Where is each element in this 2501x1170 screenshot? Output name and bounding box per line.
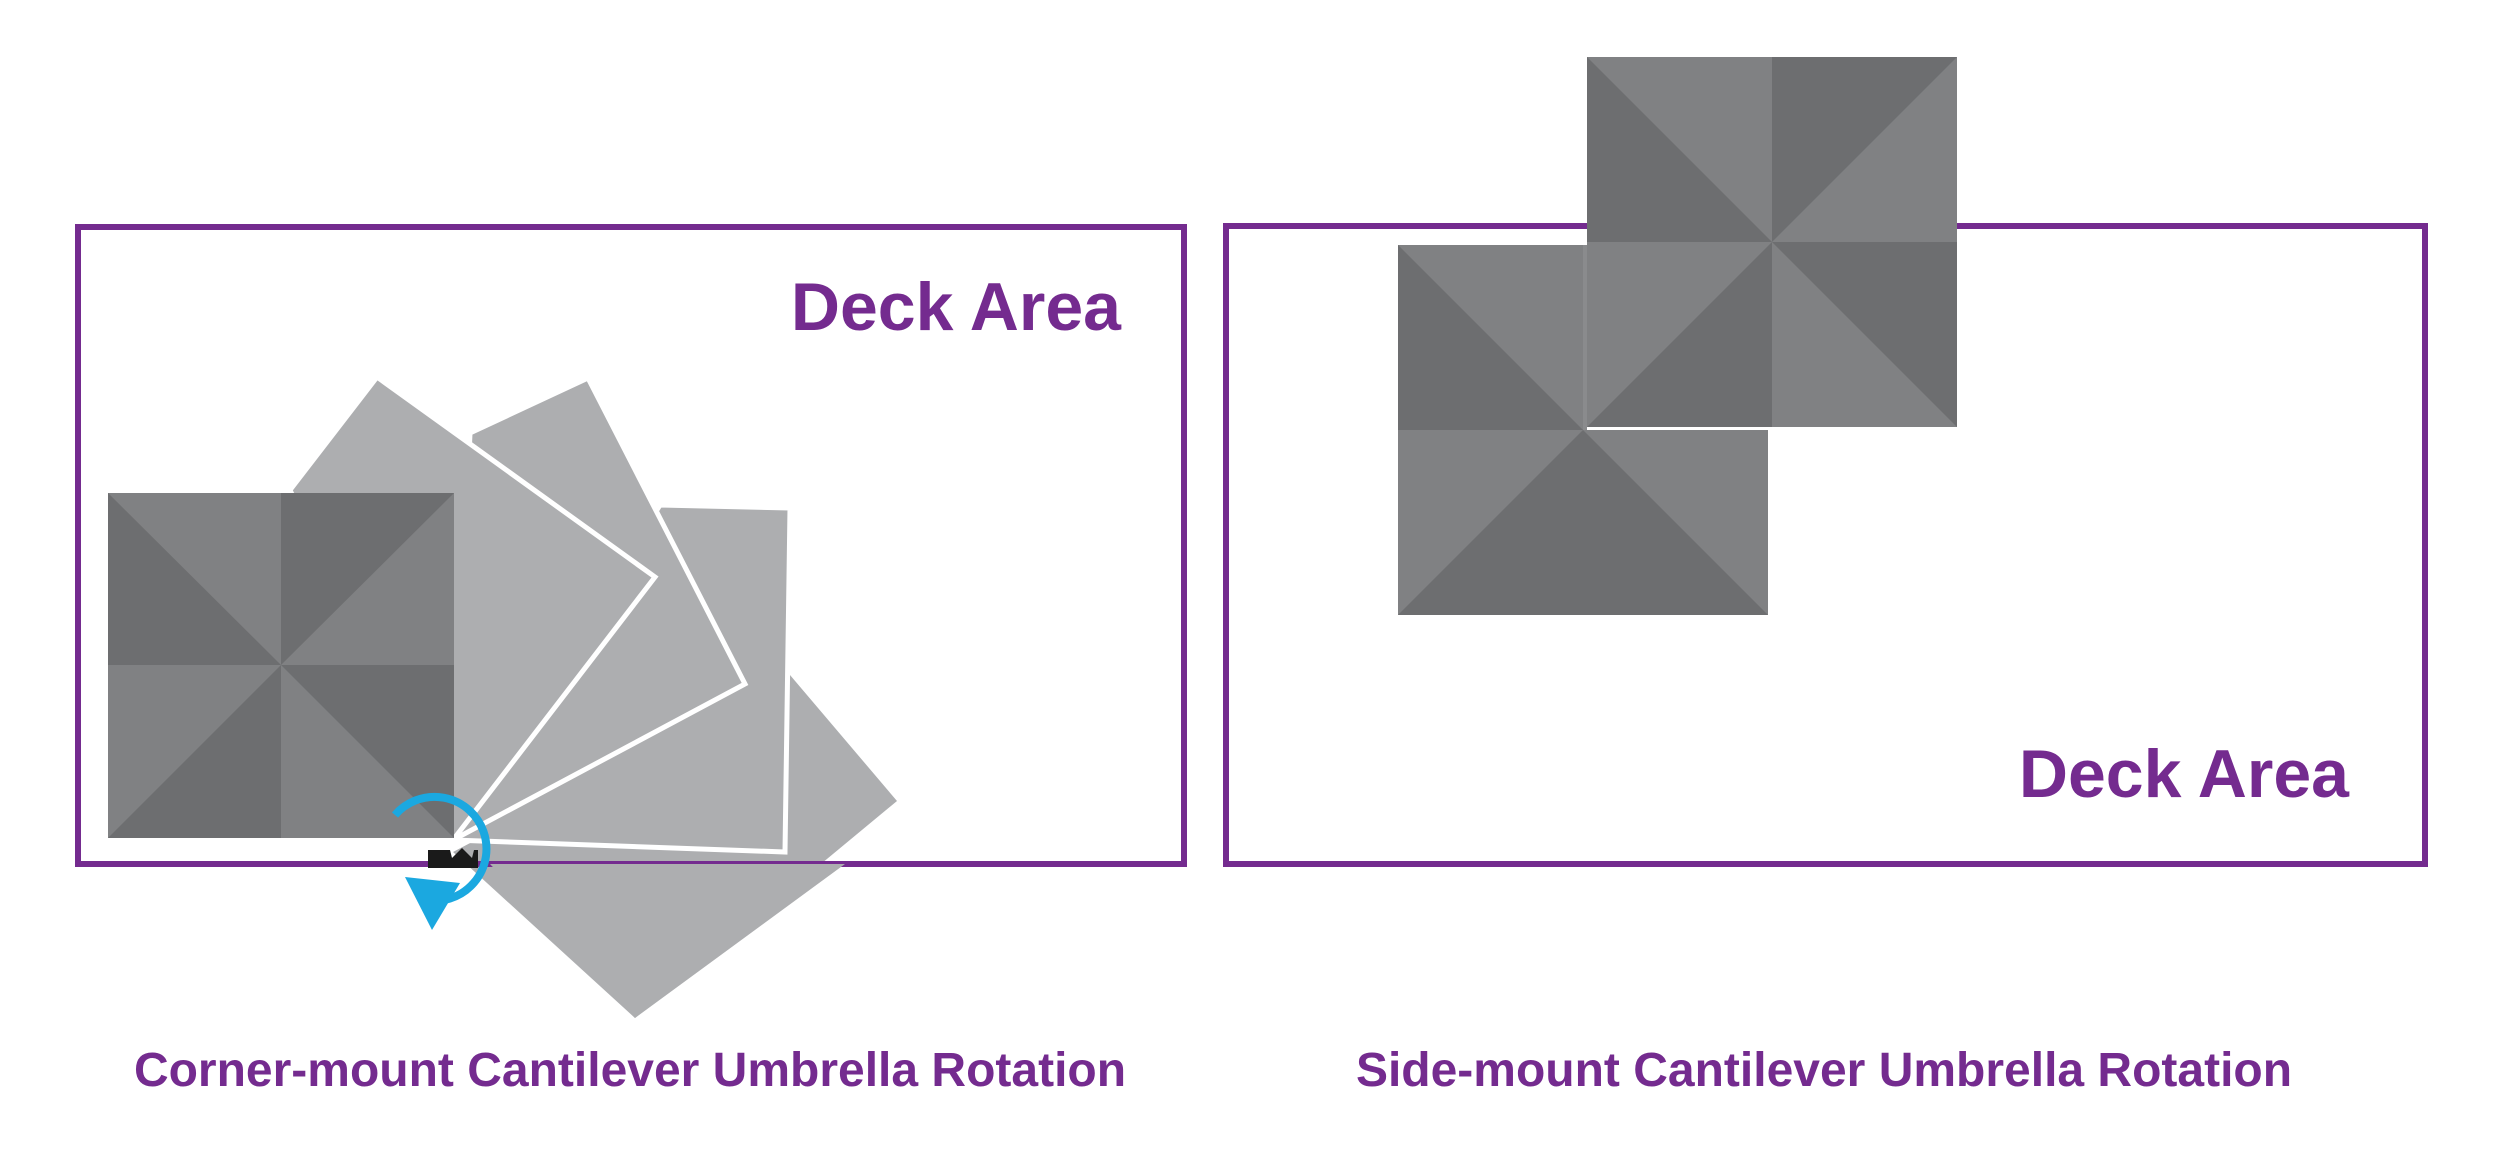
corner-mount-panel: Deck Area Corner-mount Cantilever Umbrel… bbox=[75, 224, 1187, 1097]
side-mount-caption: Side-mount Cantilever Umbrella Rotation bbox=[1356, 1044, 2292, 1097]
umbrella-position-upper bbox=[1587, 57, 1957, 427]
deck-area-label-right: Deck Area bbox=[2019, 736, 2350, 812]
corner-mount-base-icon bbox=[428, 848, 478, 868]
deck-area-label-left: Deck Area bbox=[791, 269, 1122, 345]
side-mount-panel: Deck Area Side-mount Cantilever Umbrella… bbox=[1223, 57, 2428, 1097]
umbrella-home-position bbox=[108, 493, 454, 838]
umbrella-rotated-130-outside bbox=[490, 864, 845, 1018]
corner-mount-caption: Corner-mount Cantilever Umbrella Rotatio… bbox=[134, 1044, 1126, 1097]
rotation-arrow-icon bbox=[391, 792, 491, 930]
umbrella-position-lower bbox=[1398, 245, 1768, 615]
